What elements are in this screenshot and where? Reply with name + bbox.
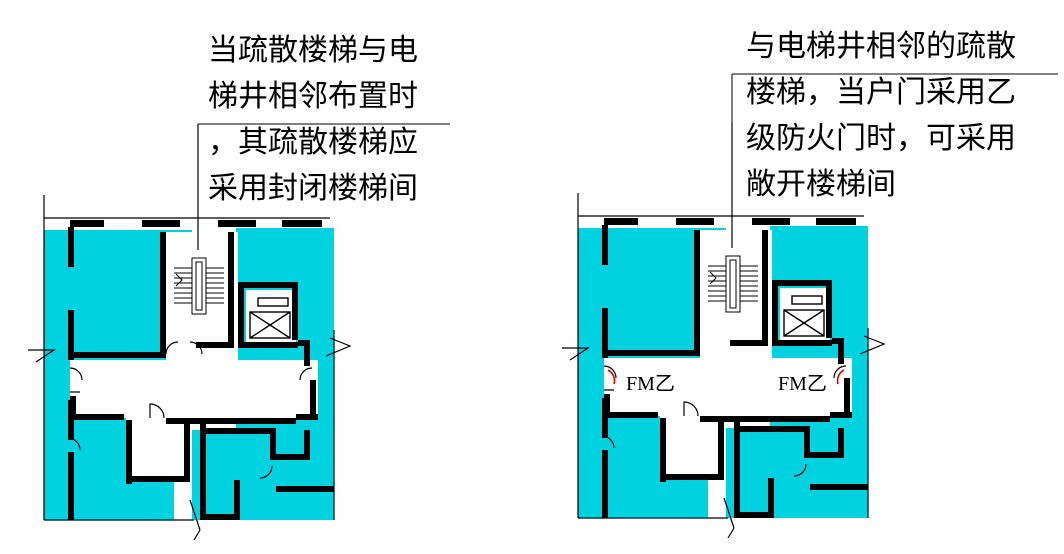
left-caption-line: ，其疏散楼梯应 (208, 125, 418, 160)
right-caption-line: 敞开楼梯间 (746, 167, 896, 202)
left-plan (27, 123, 351, 541)
right-caption-line: 楼梯，当户门采用乙 (746, 75, 1016, 110)
left-caption-line: 梯井相邻布置时 (208, 79, 418, 114)
left-caption-line: 当疏散楼梯与电 (208, 33, 418, 68)
right-caption-line: 级防火门时，可采用 (746, 121, 1016, 156)
right-plan (561, 121, 885, 539)
fire-door-markers (607, 369, 845, 385)
right-caption: 与电梯井相邻的疏散 楼梯，当户门采用乙 级防火门时，可采用 敞开楼梯间 (746, 24, 1016, 208)
right-caption-line: 与电梯井相邻的疏散 (746, 29, 1016, 64)
door-label-left: FM乙 (626, 373, 675, 395)
door-label-right: FM乙 (778, 373, 827, 395)
left-caption: 当疏散楼梯与电 梯井相邻布置时 ，其疏散楼梯应 采用封闭楼梯间 (208, 28, 418, 212)
caption-leaders (198, 73, 1058, 232)
left-caption-line: 采用封闭楼梯间 (208, 171, 418, 206)
